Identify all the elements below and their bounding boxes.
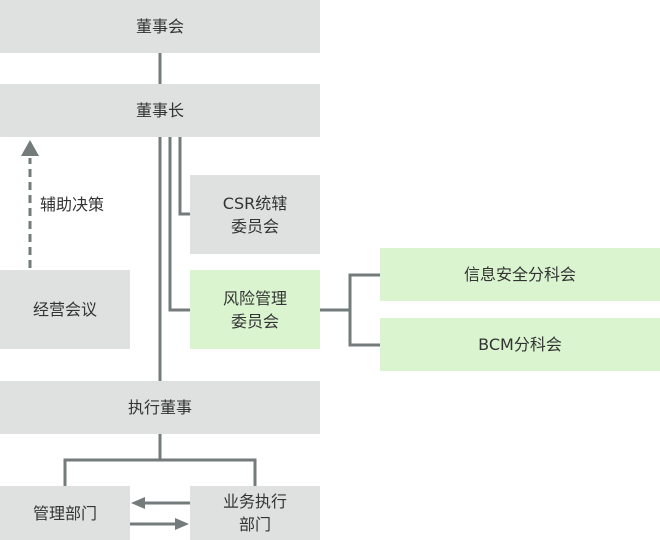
arrow-left-icon xyxy=(131,497,145,509)
node-bcm-subcommittee: BCM分科会 xyxy=(380,318,660,371)
node-infosec-subcommittee: 信息安全分科会 xyxy=(380,248,660,301)
arrow-right-icon xyxy=(175,518,189,530)
line-executive-departments xyxy=(63,458,257,486)
node-risk-committee: 风险管理 委员会 xyxy=(190,270,320,349)
node-board: 董事会 xyxy=(0,0,320,53)
line-branch-subcommittees xyxy=(348,273,380,347)
node-admin-dept: 管理部门 xyxy=(0,486,130,540)
node-management-meeting: 经营会议 xyxy=(0,270,130,349)
node-csr-committee: CSR统辖 委员会 xyxy=(190,175,320,254)
edge-label-assist: 辅助决策 xyxy=(40,195,105,214)
node-chairman: 董事长 xyxy=(0,84,320,137)
node-executive-director: 执行董事 xyxy=(0,381,320,434)
line-chairman-csr xyxy=(178,137,190,216)
arrow-up-icon xyxy=(21,140,39,156)
line-chairman-risk xyxy=(168,137,190,312)
node-business-dept: 业务执行 部门 xyxy=(190,486,320,540)
